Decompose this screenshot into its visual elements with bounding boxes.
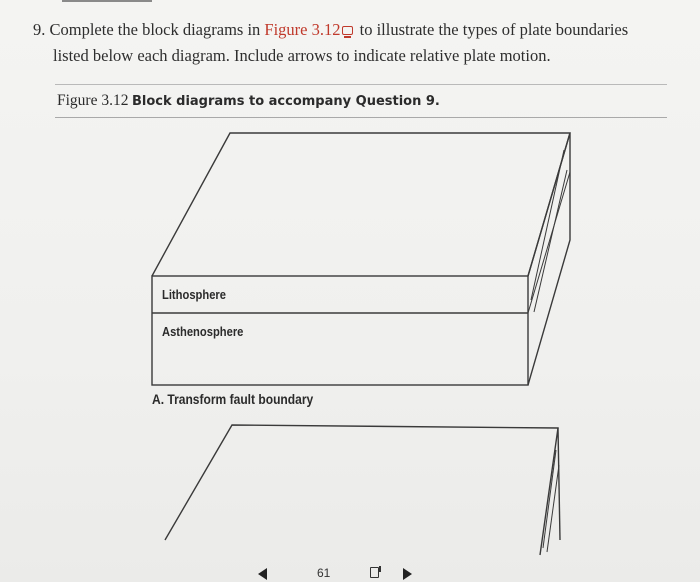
block-diagram-a bbox=[151, 132, 571, 386]
question-number: 9. bbox=[33, 20, 46, 39]
figure-link[interactable]: Figure 3.12 bbox=[264, 20, 341, 39]
question-text-end: to illustrate the types of plate boundar… bbox=[359, 20, 629, 39]
question-text-start: Complete the block diagrams in bbox=[49, 20, 261, 39]
question-9: 9. Complete the block diagrams in Figure… bbox=[33, 17, 673, 69]
left-arrow-icon[interactable] bbox=[258, 568, 267, 580]
top-divider bbox=[62, 0, 152, 2]
bookmark-icon[interactable] bbox=[370, 566, 381, 578]
page-footer: 61 bbox=[0, 556, 700, 582]
question-line-2: listed below each diagram. Include arrow… bbox=[53, 46, 551, 65]
right-arrow-icon[interactable] bbox=[403, 568, 412, 580]
figure-caption: Figure 3.12 Block diagrams to accompany … bbox=[57, 92, 440, 110]
diagram-a-caption: A. Transform fault boundary bbox=[152, 391, 314, 407]
asthenosphere-label: Asthenosphere bbox=[162, 324, 244, 339]
divider bbox=[55, 84, 667, 85]
figure-number: Figure 3.12 bbox=[57, 92, 129, 109]
external-link-icon[interactable] bbox=[341, 26, 353, 38]
lithosphere-label: Lithosphere bbox=[162, 287, 226, 302]
figure-title: Block diagrams to accompany Question 9. bbox=[131, 94, 440, 109]
block-diagram-b bbox=[164, 424, 561, 556]
page-number: 61 bbox=[317, 566, 331, 580]
question-line-1: 9. Complete the block diagrams in Figure… bbox=[33, 17, 673, 43]
divider bbox=[55, 117, 667, 118]
